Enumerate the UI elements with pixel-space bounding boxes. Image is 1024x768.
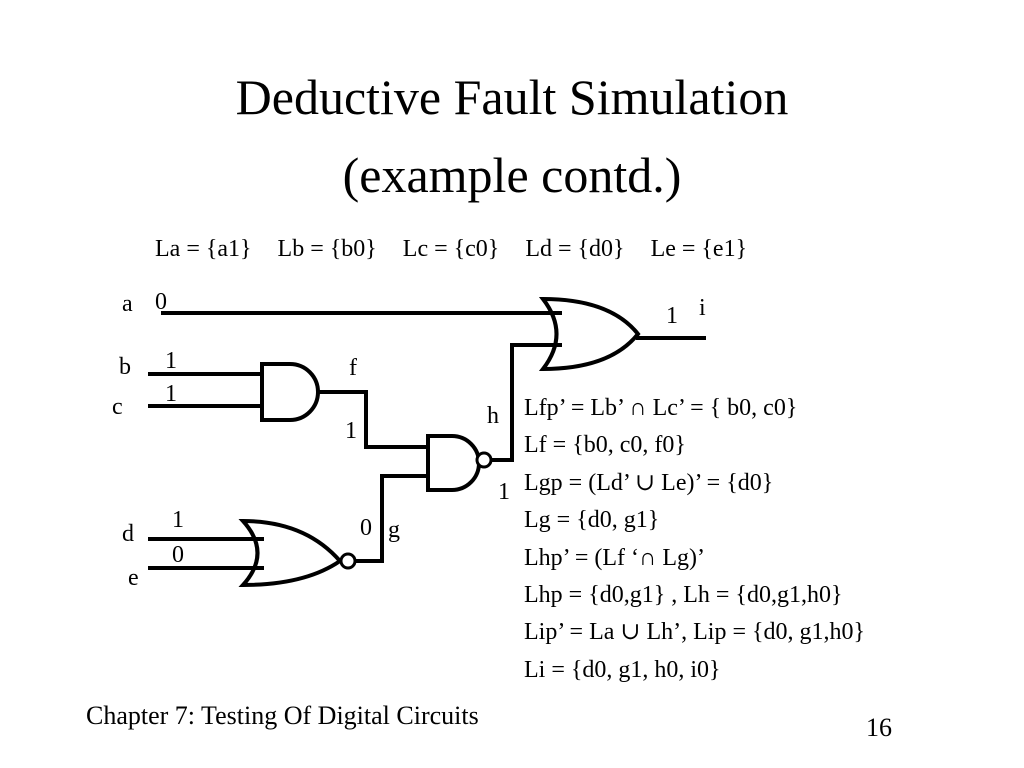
equation-line: Lhp’ = (Lf ‘∩ Lg)’ [524, 544, 706, 571]
footer-chapter: Chapter 7: Testing Of Digital Circuits [86, 701, 479, 730]
equation-line: Lip’ = La ∪ Lh’, Lip = {d0, g1,h0} [524, 619, 866, 646]
fault-list-d: Ld = {d0} [525, 236, 625, 262]
equation-line: Lg = {d0, g1} [524, 507, 660, 534]
equation-line: Li = {d0, g1, h0, i0} [524, 656, 721, 683]
signal-e-label: e [128, 565, 139, 591]
signal-e-value: 0 [172, 542, 184, 568]
signal-b-label: b [119, 354, 131, 380]
initial-fault-lists: La = {a1} Lb = {b0} Lc = {c0} Ld = {d0} … [155, 236, 767, 263]
signal-g-value: 0 [360, 515, 372, 541]
fault-list-b: Lb = {b0} [277, 236, 377, 262]
signal-b-value: 1 [165, 348, 177, 374]
equation-line: Lhp = {d0,g1} , Lh = {d0,g1,h0} [524, 582, 843, 609]
slide-title-line2: (example contd.) [342, 147, 682, 203]
signal-g-label: g [388, 517, 400, 543]
fault-list-c: Lc = {c0} [402, 236, 500, 262]
equation-line: Lgp = (Ld’ ∪ Le)’ = {d0} [524, 469, 774, 496]
signal-h-value: 1 [498, 479, 510, 505]
nor-gate [238, 518, 343, 588]
nand-inversion-bubble [475, 451, 493, 469]
signal-f-label: f [349, 355, 357, 381]
signal-d-label: d [122, 521, 134, 547]
fault-list-a: La = {a1} [155, 236, 252, 262]
and-gate [260, 362, 320, 422]
fault-list-e: Le = {e1} [650, 236, 748, 262]
signal-a-value: 0 [155, 289, 167, 315]
wire-h [491, 343, 562, 462]
wire-f [316, 390, 430, 449]
signal-i-value: 1 [666, 303, 678, 329]
signal-f-value: 1 [345, 418, 357, 444]
nand-gate [426, 434, 481, 492]
page-number: 16 [866, 713, 892, 742]
signal-c-value: 1 [165, 381, 177, 407]
fault-list-equations: Lfp’ = Lb’ ∩ Lc’ = { b0, c0} Lf = {b0, c… [524, 390, 865, 689]
signal-d-value: 1 [172, 507, 184, 533]
slide-title-line1: Deductive Fault Simulation [235, 69, 789, 125]
signal-c-label: c [112, 394, 123, 420]
signal-h-label: h [487, 403, 499, 429]
equation-line: Lfp’ = Lb’ ∩ Lc’ = { b0, c0} [524, 395, 798, 421]
or-gate [538, 296, 641, 372]
wire-g [354, 474, 430, 563]
equation-line: Lf = {b0, c0, f0} [524, 432, 686, 459]
signal-a-label: a [122, 291, 133, 317]
nor-inversion-bubble [339, 552, 357, 570]
signal-i-label: i [699, 295, 706, 321]
